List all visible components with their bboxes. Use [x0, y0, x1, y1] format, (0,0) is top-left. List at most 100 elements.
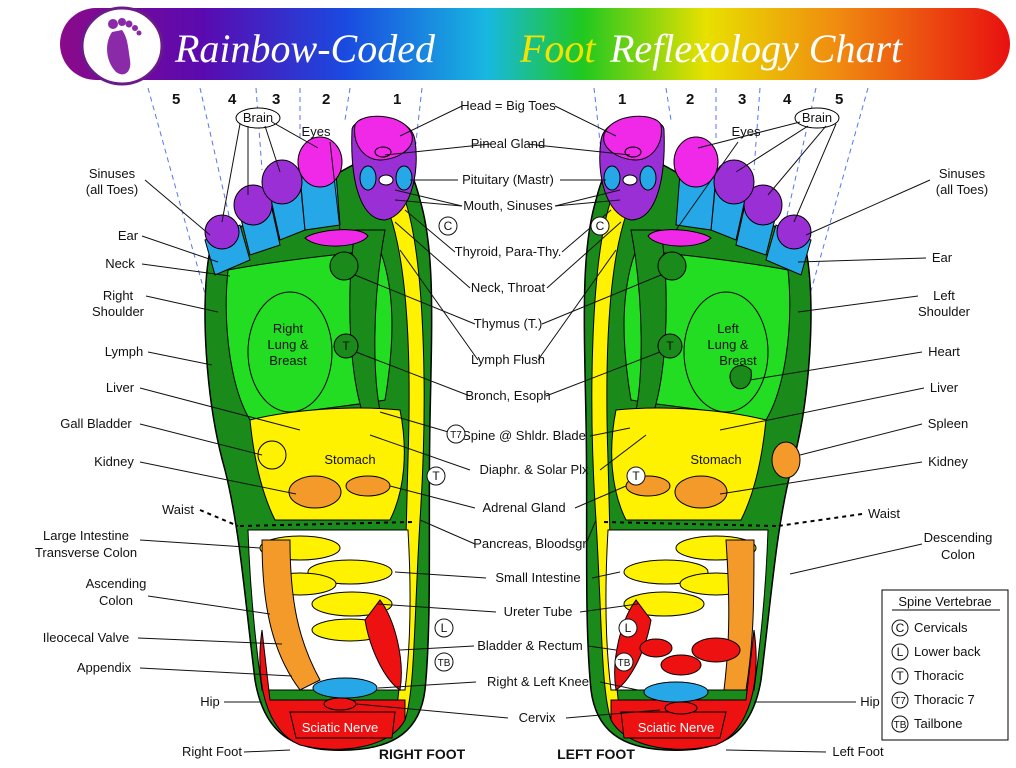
zone-number: 5: [835, 91, 843, 108]
center-label: Spine @ Shldr. Blade: [462, 428, 586, 443]
shoulder-label-left: Left: [933, 288, 955, 303]
legend-item: T Thoracic: [892, 668, 964, 684]
title-word-1: Rainbow-Coded: [174, 26, 436, 71]
zone-numbers-left: 5 4 3 2 1: [618, 91, 843, 108]
center-label: Right & Left Knee: [487, 674, 589, 689]
left-lung-label: Breast: [719, 353, 757, 368]
zone-number: 3: [272, 91, 280, 108]
center-label: Lymph Flush: [471, 352, 545, 367]
badge-tb-left: TB: [615, 653, 633, 671]
svg-text:T7: T7: [894, 696, 906, 707]
sinuses-label-left: Sinuses: [939, 166, 986, 181]
svg-text:C: C: [896, 621, 905, 635]
svg-text:T: T: [896, 669, 904, 683]
liver-label: Liver: [106, 380, 135, 395]
right-foot: T Right Lung & Breast Stomach Sciatic Ne…: [205, 116, 432, 750]
title-banner: Rainbow-Coded Foot Reflexology Chart: [60, 8, 1010, 84]
left-lung-label: Left: [717, 321, 739, 336]
zone-numbers-right: 5 4 3 2 1: [172, 91, 401, 108]
eyes-label-left: Eyes: [732, 124, 761, 139]
shoulder-label-right: Right: [103, 288, 134, 303]
svg-text:T: T: [432, 469, 440, 483]
center-label: Neck, Throat: [471, 280, 546, 295]
badge-c-left: C: [591, 217, 609, 235]
svg-text:C: C: [444, 219, 453, 233]
center-labels: Head = Big Toes Pineal Gland Pituitary (…: [455, 98, 589, 725]
sinuses-sub-left: (all Toes): [936, 182, 989, 197]
svg-text:L: L: [625, 621, 632, 635]
legend-item: TBTailbone: [892, 716, 962, 732]
center-label: Thymus (T.): [474, 316, 543, 331]
right-foot-caption: RIGHT FOOT: [379, 746, 466, 762]
right-lung-label: Breast: [269, 353, 307, 368]
badge-t-left: T: [627, 467, 645, 485]
left-lung-label: Lung &: [707, 337, 749, 352]
zone-number: 4: [783, 91, 792, 108]
large-intestine-label: Transverse Colon: [35, 545, 137, 560]
svg-text:L: L: [897, 645, 904, 659]
badge-label: T: [342, 339, 350, 353]
stomach-label-left: Stomach: [690, 452, 741, 467]
center-label: Cervix: [519, 710, 556, 725]
svg-text:TB: TB: [438, 658, 451, 669]
badge-t7-right: T7: [447, 425, 465, 443]
stomach-label-right: Stomach: [324, 452, 375, 467]
center-label: Bronch, Esoph: [465, 388, 550, 403]
neck-label-right: Neck: [105, 256, 135, 271]
center-label: Pineal Gland: [471, 136, 545, 151]
center-label: Mouth, Sinuses: [463, 198, 553, 213]
kidney-label-left: Kidney: [928, 454, 968, 469]
zone-number: 5: [172, 91, 180, 108]
ileocecal-label: Ileocecal Valve: [43, 630, 129, 645]
svg-text:T: T: [632, 469, 640, 483]
large-intestine-label: Large Intestine: [43, 528, 129, 543]
zone-number: 1: [393, 91, 401, 108]
svg-text:Brain: Brain: [243, 110, 273, 125]
badge-label: T: [666, 339, 674, 353]
spleen-label: Spleen: [928, 416, 968, 431]
svg-text:Lower back: Lower back: [914, 644, 981, 659]
ascending-colon-label: Ascending: [86, 576, 147, 591]
center-label: Diaphr. & Solar Plx: [479, 462, 589, 477]
center-label: Pancreas, Bloodsgr: [473, 536, 587, 551]
waist-label-right: Waist: [162, 502, 194, 517]
descending-colon-label: Colon: [941, 547, 975, 562]
gall-bladder-label: Gall Bladder: [60, 416, 132, 431]
ear-label-right: Ear: [118, 228, 139, 243]
hip-label-left: Hip: [860, 694, 880, 709]
svg-text:TB: TB: [618, 658, 631, 669]
zone-number: 3: [738, 91, 746, 108]
hip-label-right: Hip: [200, 694, 220, 709]
svg-text:TB: TB: [894, 720, 907, 731]
svg-text:T7: T7: [450, 430, 462, 441]
legend-title: Spine Vertebrae: [898, 594, 991, 609]
appendix-label: Appendix: [77, 660, 132, 675]
center-label: Adrenal Gland: [482, 500, 565, 515]
sinuses-sub-right: (all Toes): [86, 182, 139, 197]
zone-number: 2: [686, 91, 694, 108]
sinuses-label-right: Sinuses: [89, 166, 136, 181]
waist-label-left: Waist: [868, 506, 900, 521]
descending-colon-label: Descending: [924, 530, 993, 545]
ascending-colon-label: Colon: [99, 593, 133, 608]
right-lung-label: Right: [273, 321, 304, 336]
svg-text:Thoracic: Thoracic: [914, 668, 964, 683]
eyes-label-right: Eyes: [302, 124, 331, 139]
zone-number: 4: [228, 91, 237, 108]
legend-item: L Lower back: [892, 644, 981, 660]
ear-label-left: Ear: [932, 250, 953, 265]
liver-label-left: Liver: [930, 380, 959, 395]
spine-legend: Spine Vertebrae CCervicals L Lower back T…: [882, 590, 1008, 740]
shoulder-label-left: Shoulder: [918, 304, 971, 319]
center-label: Thyroid, Para-Thy.: [455, 244, 562, 259]
title-word-2: Foot: [519, 26, 596, 71]
shoulder-label-right: Shoulder: [92, 304, 145, 319]
left-foot-caption: LEFT FOOT: [557, 746, 635, 762]
sciatic-label-left: Sciatic Nerve: [638, 720, 715, 735]
lymph-label-right: Lymph: [105, 344, 144, 359]
right-lung-label: Lung &: [267, 337, 309, 352]
zone-number: 1: [618, 91, 626, 108]
